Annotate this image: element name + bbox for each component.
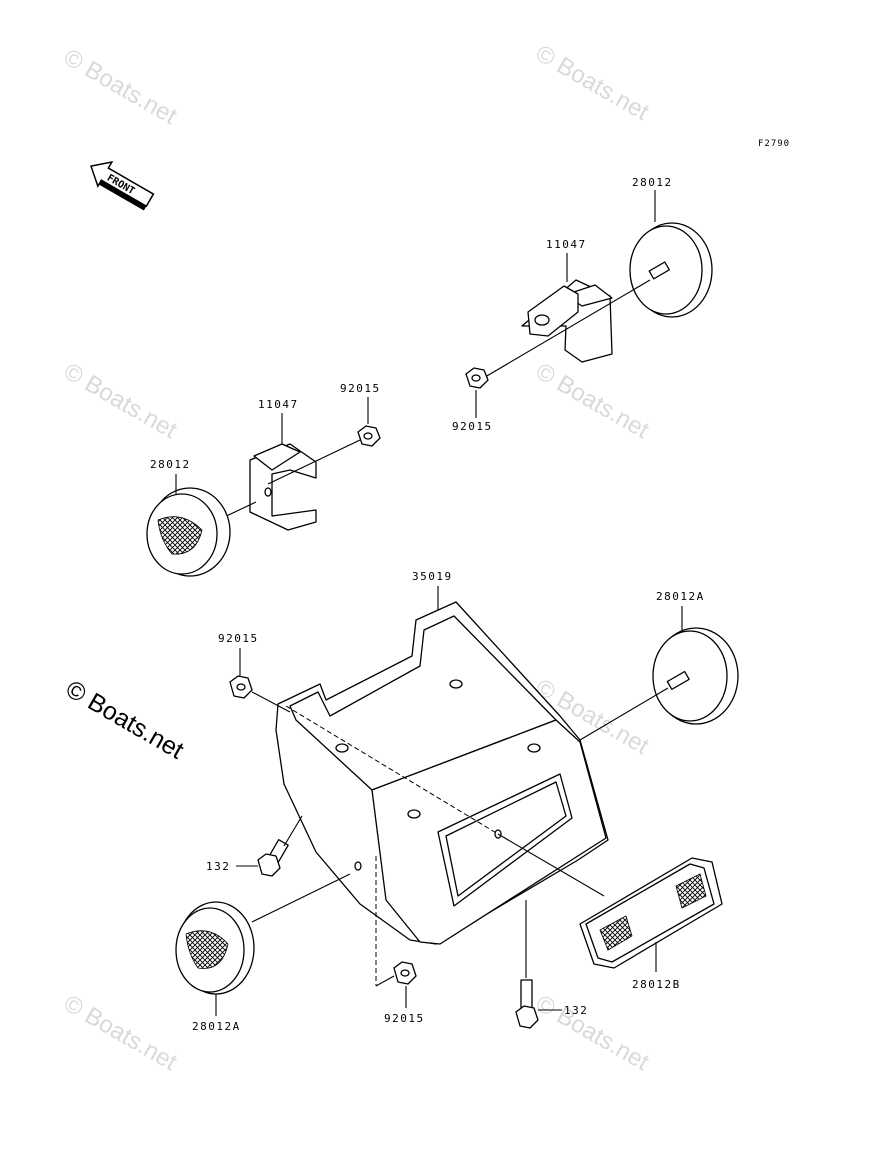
- watermark: © Boats.net: [59, 990, 182, 1076]
- reflector-28012A-bottom: [175, 901, 255, 995]
- nut-92015-right: [465, 367, 489, 418]
- callout-28012-right: 28012: [632, 176, 673, 189]
- callout-92015-bottom: 92015: [384, 1012, 425, 1025]
- watermark: © Boats.net: [59, 44, 182, 130]
- callout-92015-right: 92015: [452, 420, 493, 433]
- callout-92015-left: 92015: [340, 382, 381, 395]
- bracket-11047-right: [521, 253, 613, 363]
- license-lamp-28012B: [579, 857, 723, 969]
- reflector-28012-left: [146, 487, 231, 577]
- nut-92015-bottom: [393, 961, 417, 985]
- bolt-132-left: [257, 838, 289, 877]
- reflector-28012-right: [629, 190, 713, 318]
- callout-92015-mid: 92015: [218, 632, 259, 645]
- callout-132-bottom: 132: [564, 1004, 588, 1017]
- callout-132-left: 132: [206, 860, 230, 873]
- nut-92015-left: [357, 425, 381, 447]
- callout-28012A-bottom: 28012A: [192, 1020, 241, 1033]
- watermark-prominent: © Boats.net: [61, 675, 188, 765]
- bolt-132-bottom: [515, 979, 539, 1029]
- bracket-11047-left: [249, 443, 317, 531]
- bracket-35019: [275, 601, 609, 986]
- watermark: © Boats.net: [531, 40, 654, 126]
- callout-28012-left: 28012: [150, 458, 191, 471]
- callout-28012B: 28012B: [632, 978, 681, 991]
- watermark: © Boats.net: [531, 358, 654, 444]
- figure-code: F2790: [758, 139, 790, 149]
- watermark: © Boats.net: [59, 358, 182, 444]
- callout-28012A-right: 28012A: [656, 590, 705, 603]
- front-arrow-icon: FRONT: [90, 160, 155, 211]
- nut-92015-mid: [229, 675, 253, 699]
- reflector-28012A-right: [652, 627, 739, 725]
- watermark: © Boats.net: [531, 990, 654, 1076]
- callout-11047-left: 11047: [258, 398, 299, 411]
- callout-11047-right: 11047: [546, 238, 587, 251]
- callout-35019: 35019: [412, 570, 453, 583]
